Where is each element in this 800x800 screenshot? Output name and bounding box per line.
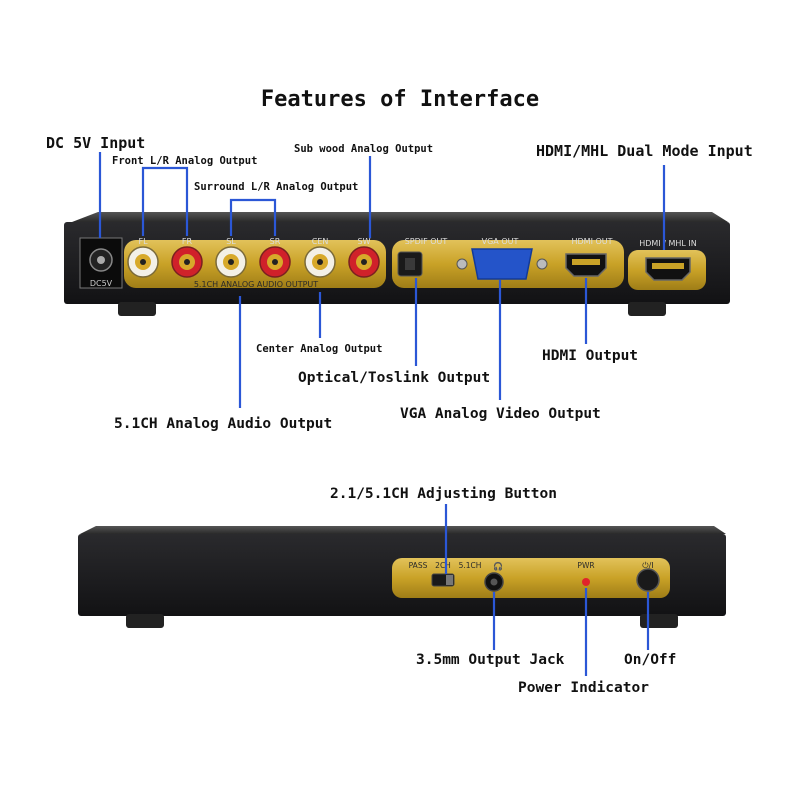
- fr-label: FR: [182, 237, 193, 246]
- rca-jack-sw[interactable]: [348, 246, 380, 278]
- rca-jack-fr[interactable]: [171, 246, 203, 278]
- sw-label: SW: [358, 237, 371, 246]
- power-button[interactable]: [636, 568, 660, 592]
- rca-jack-sr[interactable]: [259, 246, 291, 278]
- dc5v-panel-label: DC5V: [90, 279, 113, 288]
- cen-label: CEN: [312, 237, 329, 246]
- rca-jack-sl[interactable]: [215, 246, 247, 278]
- rca-jack-cen[interactable]: [304, 246, 336, 278]
- fl-label: FL: [138, 237, 148, 246]
- vga-out-label: VGA OUT: [482, 237, 519, 246]
- dc5v-port[interactable]: DC5V: [79, 237, 123, 289]
- ch51-label: 5.1CH: [459, 561, 482, 570]
- hdmi-out-port[interactable]: [565, 253, 607, 277]
- vga-port[interactable]: [456, 248, 548, 280]
- callout-center: Center Analog Output: [256, 343, 382, 355]
- callout-dc5v: DC 5V Input: [46, 134, 145, 152]
- hdmi-out-label: HDMI OUT: [571, 237, 612, 246]
- rca-jack-fl[interactable]: [127, 246, 159, 278]
- power-symbol-label: ⏻/I: [642, 561, 653, 570]
- mode-switch[interactable]: [431, 573, 455, 587]
- sr-label: SR: [270, 237, 281, 246]
- callout-hdmi-out: HDMI Output: [542, 348, 638, 364]
- callout-vga: VGA Analog Video Output: [400, 406, 601, 422]
- callout-front-lr: Front L/R Analog Output: [112, 155, 257, 167]
- callout-analog51: 5.1CH Analog Audio Output: [114, 416, 332, 432]
- front-gold-panel: [392, 558, 670, 598]
- callout-jack: 3.5mm Output Jack: [416, 652, 565, 668]
- hdmi-mhl-in-port[interactable]: [645, 257, 691, 281]
- spdif-label: SPDIF OUT: [405, 237, 448, 246]
- callout-onoff: On/Off: [624, 652, 676, 668]
- callout-hdmi-mhl-in: HDMI/MHL Dual Mode Input: [536, 142, 753, 160]
- callout-power: Power Indicator: [518, 680, 649, 696]
- optical-port[interactable]: [397, 251, 423, 277]
- device-rear-panel: DC5V 5.1CH ANALOG AUDIO OUTPUT FL FR SL …: [64, 212, 730, 316]
- callout-optical: Optical/Toslink Output: [298, 370, 490, 386]
- callout-subwood: Sub wood Analog Output: [294, 143, 433, 155]
- callout-surround-lr: Surround L/R Analog Output: [194, 181, 358, 193]
- analog-output-panel-label: 5.1CH ANALOG AUDIO OUTPUT: [194, 280, 318, 289]
- sl-label: SL: [226, 237, 236, 246]
- page-title: Features of Interface: [261, 87, 539, 112]
- device-front-panel: PASS 2CH 5.1CH 🎧 PWR ⏻/I: [78, 526, 726, 628]
- pwr-label: PWR: [577, 561, 594, 570]
- ch2-label: 2CH: [435, 561, 451, 570]
- headphone-jack[interactable]: [484, 572, 504, 592]
- headphone-icon: 🎧: [493, 561, 503, 571]
- callout-adjust: 2.1/5.1CH Adjusting Button: [330, 486, 557, 502]
- pass-label: PASS: [409, 561, 428, 570]
- power-indicator-led: [582, 578, 590, 586]
- top-callout-lines: [98, 152, 666, 408]
- hdmi-mhl-in-panel-label: HDMI / MHL IN: [639, 239, 696, 248]
- bottom-callout-lines: [444, 504, 650, 676]
